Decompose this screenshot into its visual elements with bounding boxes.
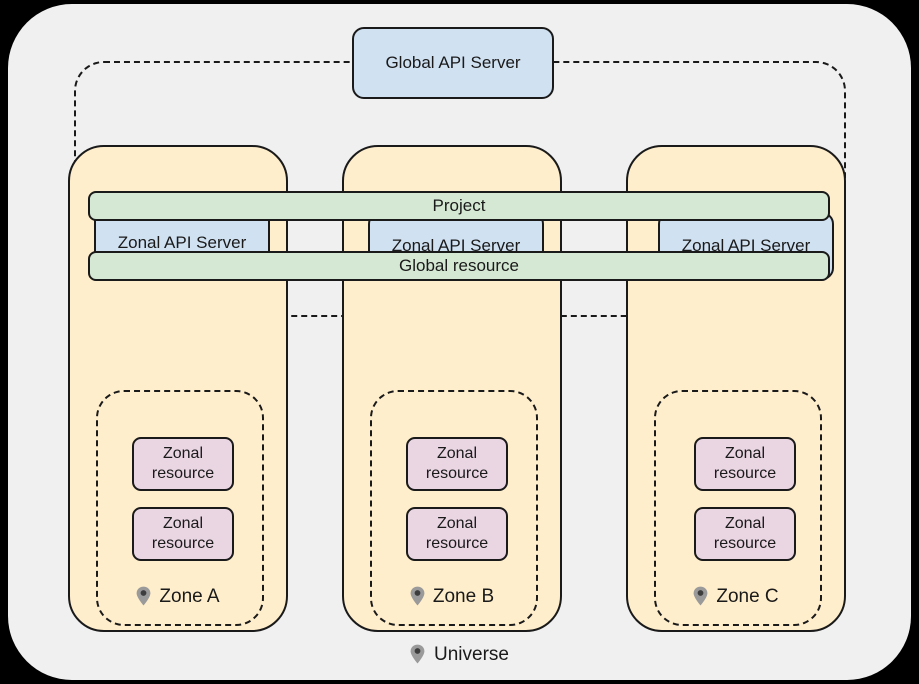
zonal-resource-label-line1-b-2: Zonal — [436, 514, 478, 532]
global-api-server[interactable]: Global API Server — [352, 27, 554, 99]
zonal-api-server-label-a: Zonal API Server — [117, 233, 247, 252]
universe-label-text: Universe — [434, 643, 509, 665]
zone-label-a: Zone A — [70, 586, 286, 606]
zonal-resource-label-line2-a-1: resource — [151, 465, 215, 482]
zonal-api-server-label-c: Zonal API Server — [681, 236, 811, 255]
zonal-resource-label-line1-c-1: Zonal — [724, 444, 766, 462]
map-pin-icon-c — [693, 586, 708, 606]
zonal-resource-b-1[interactable]: Zonal resource — [406, 437, 508, 491]
zonal-resource-label-line1-a-2: Zonal — [162, 514, 204, 532]
zonal-resource-label-line2-a-2: resource — [151, 535, 215, 552]
universe-label: Universe — [0, 644, 919, 664]
global-bar-global-resource[interactable]: Global resource — [88, 251, 830, 281]
zonal-resource-c-1[interactable]: Zonal resource — [694, 437, 796, 491]
zonal-api-server-label-b: Zonal API Server — [391, 236, 521, 255]
zonal-resource-label-line2-b-2: resource — [425, 535, 489, 552]
map-pin-icon-universe — [410, 644, 425, 664]
zonal-resource-label-line2-c-2: resource — [713, 535, 777, 552]
zonal-resource-label-line1-b-1: Zonal — [436, 444, 478, 462]
zonal-resource-label-line2-c-1: resource — [713, 465, 777, 482]
zone-label-c: Zone C — [628, 586, 844, 606]
zonal-resource-label-line2-b-1: resource — [425, 465, 489, 482]
zone-label-text-c: Zone C — [716, 585, 779, 607]
map-pin-icon-b — [410, 586, 425, 606]
global-bar-global-resource-label: Global resource — [398, 256, 519, 275]
zone-inner-dashed-boundary-b — [370, 390, 538, 626]
global-api-server-label: Global API Server — [385, 53, 521, 72]
global-bar-project[interactable]: Project — [88, 191, 830, 221]
zonal-resource-label-line1-a-1: Zonal — [162, 444, 204, 462]
zonal-resource-a-2[interactable]: Zonal resource — [132, 507, 234, 561]
zonal-resource-a-1[interactable]: Zonal resource — [132, 437, 234, 491]
map-pin-icon-a — [136, 586, 151, 606]
zone-inner-dashed-boundary-a — [96, 390, 264, 626]
zone-label-text-b: Zone B — [432, 585, 495, 607]
zone-label-text-a: Zone A — [159, 585, 220, 607]
zonal-resource-b-2[interactable]: Zonal resource — [406, 507, 508, 561]
zonal-resource-c-2[interactable]: Zonal resource — [694, 507, 796, 561]
zone-label-b: Zone B — [344, 586, 560, 606]
zonal-resource-label-line1-c-2: Zonal — [724, 514, 766, 532]
global-bar-project-label: Project — [432, 196, 486, 215]
zone-inner-dashed-boundary-c — [654, 390, 822, 626]
